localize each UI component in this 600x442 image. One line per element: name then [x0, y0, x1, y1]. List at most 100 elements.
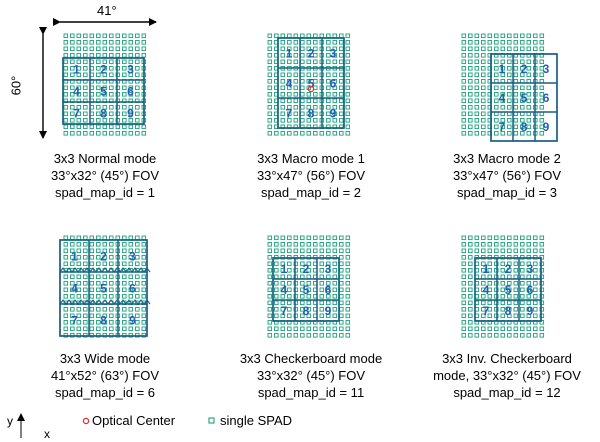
wavy-zone-boundary: [59, 267, 151, 273]
zone-number: 7: [281, 304, 288, 318]
mode-title: 3x3 Macro mode 2: [453, 151, 561, 166]
zone-map: 1 2 3 4 5 6 7 8 9: [277, 37, 345, 129]
zone-number: 6: [127, 85, 134, 99]
zone-number: 4: [281, 283, 288, 297]
caption-inv-checkerboard-mode: 3x3 Inv. Checkerboard mode, 33°x32° (45°…: [407, 350, 600, 401]
mode-fov: 33°x47° (56°) FOV: [452, 168, 562, 183]
zone-number: 4: [499, 91, 506, 105]
spad-panel-2: 1 2 3 4 5 6 7 8 9: [267, 33, 351, 136]
zone-number: 9: [543, 120, 550, 134]
zone-number: 2: [308, 47, 315, 61]
zone-number: 8: [308, 107, 315, 121]
zone-number: 6: [325, 283, 332, 297]
caption-macro-mode-2: 3x3 Macro mode 2 33°x47° (56°) FOV spad_…: [407, 150, 600, 201]
zone-number: 3: [527, 262, 534, 276]
zone-number: 2: [303, 262, 310, 276]
mode-spad-map-id: spad_map_id = 3: [456, 185, 558, 200]
mode-spad-map-id: spad_map_id = 2: [260, 185, 362, 200]
zone-number: 3: [543, 62, 550, 76]
caption-checkerboard-mode: 3x3 Checkerboard mode 33°x32° (45°) FOV …: [211, 350, 411, 401]
mode-spad-map-id: spad_map_id = 6: [54, 385, 156, 400]
zone-map-border: [490, 53, 558, 142]
zone-number: 4: [71, 282, 78, 296]
mode-title: 3x3 Wide mode: [59, 351, 151, 366]
zone-number: 1: [281, 262, 288, 276]
mode-fov: mode, 33°x32° (45°) FOV: [433, 368, 581, 383]
zone-number: 2: [505, 262, 512, 276]
zone-number: 3: [330, 47, 337, 61]
zone-map-border: [277, 37, 345, 129]
caption-macro-mode-1: 3x3 Macro mode 1 33°x47° (56°) FOV spad_…: [211, 150, 411, 201]
mode-fov: 33°x32° (45°) FOV: [256, 368, 366, 383]
zone-number: 8: [521, 120, 528, 134]
mode-title: 3x3 Inv. Checkerboard: [442, 351, 572, 366]
zone-number: 1: [71, 250, 78, 264]
zone-number: 1: [499, 62, 506, 76]
single-spad-legend-label: single SPAD: [220, 413, 293, 428]
mode-spad-map-id: spad_map_id = 12: [453, 385, 561, 400]
caption-wide-mode: 3x3 Wide mode 41°x52° (63°) FOV spad_map…: [5, 350, 205, 401]
spad-grid: [267, 235, 351, 338]
wavy-zone-boundary: [59, 299, 151, 305]
caption-normal-mode: 3x3 Normal mode 33°x32° (45°) FOV spad_m…: [5, 150, 205, 201]
zone-number: 1: [483, 262, 490, 276]
zone-number: 2: [100, 250, 107, 264]
zone-number: 6: [330, 77, 337, 91]
mode-title: 3x3 Macro mode 1: [257, 151, 365, 166]
mode-fov: 41°x52° (63°) FOV: [50, 368, 160, 383]
zone-number: 3: [129, 250, 136, 264]
height-label: 60°: [8, 75, 24, 96]
zone-number: 6: [543, 91, 550, 105]
zone-map-border: [62, 57, 145, 125]
zone-map-border: [272, 257, 340, 322]
zone-number: 9: [129, 314, 136, 328]
spad-grid: [461, 33, 545, 136]
zone-number: 5: [100, 85, 107, 99]
zone-number: 6: [129, 282, 136, 296]
mode-fov: 33°x32° (45°) FOV: [50, 168, 160, 183]
zone-number: 1: [286, 47, 293, 61]
x-axis-label: x: [44, 427, 50, 441]
zone-number: 7: [499, 120, 506, 134]
zone-number: 8: [303, 304, 310, 318]
zone-map-border: [59, 239, 148, 337]
zone-number: 4: [73, 85, 80, 99]
optical-center-legend-label: Optical Center: [92, 413, 176, 428]
zone-number: 9: [330, 107, 337, 121]
zone-number: 7: [483, 304, 490, 318]
optical-center-legend-icon: [82, 417, 90, 425]
zone-number: 8: [505, 304, 512, 318]
zone-number: 4: [286, 77, 293, 91]
zone-number: 7: [71, 314, 78, 328]
mode-title: 3x3 Checkerboard mode: [239, 351, 383, 366]
zone-number: 5: [521, 91, 528, 105]
width-label: 41°: [97, 3, 117, 18]
zone-number: 1: [73, 63, 80, 77]
y-axis-label: y: [7, 414, 13, 428]
zone-number: 5: [308, 77, 315, 91]
zone-number: 7: [286, 107, 293, 121]
zone-map-border: [474, 257, 542, 322]
zone-number: 5: [100, 282, 107, 296]
mode-fov: 33°x47° (56°) FOV: [256, 168, 366, 183]
mode-spad-map-id: spad_map_id = 11: [257, 385, 365, 400]
zone-number: 9: [325, 304, 332, 318]
zone-number: 4: [483, 283, 490, 297]
mode-title: 3x3 Normal mode: [53, 151, 157, 166]
mode-spad-map-id: spad_map_id = 1: [54, 185, 156, 200]
zone-number: 6: [527, 283, 534, 297]
zone-number: 9: [127, 107, 134, 121]
single-spad-legend-icon: [208, 417, 215, 424]
zone-number: 3: [325, 262, 332, 276]
